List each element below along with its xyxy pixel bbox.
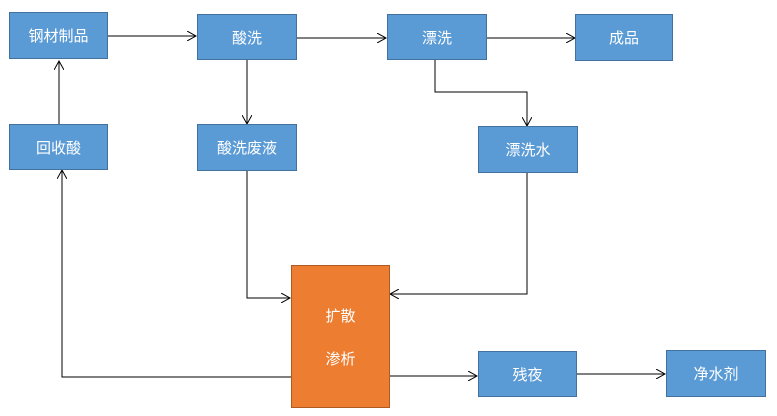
node-steel-products: 钢材制品 <box>9 12 108 59</box>
node-label: 酸洗 <box>231 28 262 47</box>
node-rinse-water: 漂洗水 <box>478 126 578 173</box>
node-label: 酸洗废液 <box>216 139 277 157</box>
core-label-line2: 渗析 <box>325 349 356 368</box>
node-label: 成品 <box>608 29 639 47</box>
core-label-line1: 扩散 <box>325 306 356 325</box>
node-recovered-acid: 回收酸 <box>9 124 108 170</box>
arrow-dialysis-to-recovered-acid <box>62 170 291 378</box>
arrow-rinse-water-to-dialysis <box>390 173 528 294</box>
node-label: 回收酸 <box>35 138 81 157</box>
node-label: 漂洗水 <box>505 141 551 159</box>
node-pickling: 酸洗 <box>197 14 297 60</box>
node-pickling-waste: 酸洗废液 <box>197 124 297 171</box>
node-label: 净水剂 <box>693 365 739 383</box>
arrow-waste-to-dialysis <box>246 171 290 298</box>
node-label: 钢材制品 <box>28 27 89 45</box>
node-water-purifier: 净水剂 <box>666 350 766 397</box>
node-residual-liquid: 残夜 <box>478 351 577 397</box>
node-rinsing: 漂洗 <box>387 14 487 60</box>
node-diffusion-dialysis: 扩散 渗析 <box>291 265 390 408</box>
node-finished-product: 成品 <box>575 14 673 61</box>
node-label: 残夜 <box>512 365 543 384</box>
node-label: 漂洗 <box>421 28 452 47</box>
arrow-rinsing-to-rinse-water <box>434 60 527 126</box>
